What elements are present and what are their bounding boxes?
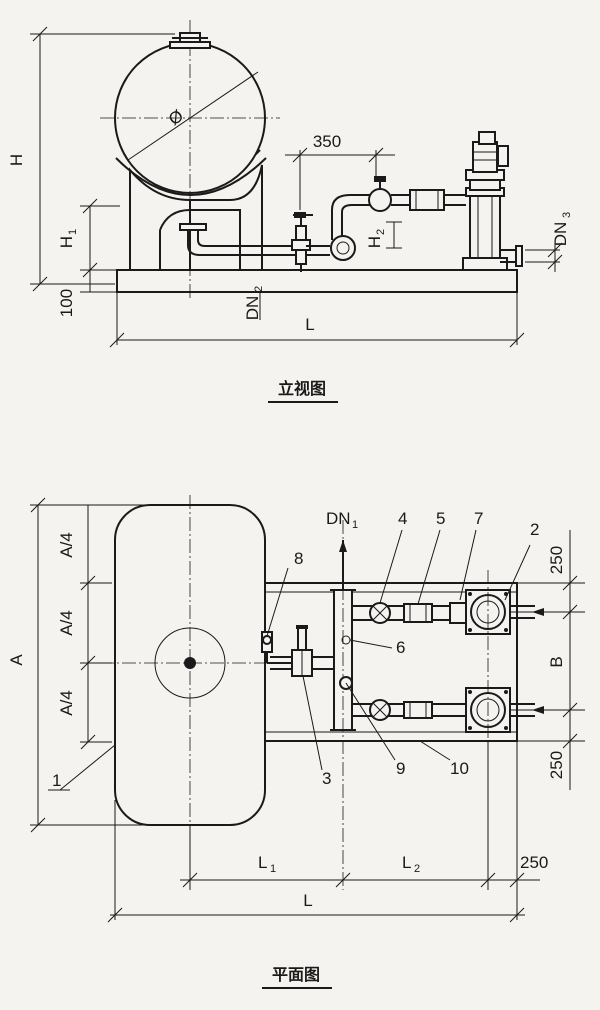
- dim-A4-label-1: A/4: [57, 532, 76, 558]
- dim-A-label: A: [7, 654, 26, 666]
- part-label-8: 8: [294, 549, 303, 568]
- base-skid: [116, 269, 518, 293]
- svg-text:DN: DN: [551, 222, 570, 247]
- dim-H1-label: H 1: [57, 229, 79, 248]
- dim-B-label: B: [547, 656, 566, 667]
- dim-L2-label: L 2: [402, 853, 420, 875]
- dim-250-right-label: 250: [520, 853, 548, 872]
- dim-L-label-plan: L: [303, 891, 312, 910]
- svg-text:1: 1: [352, 519, 358, 531]
- svg-text:DN: DN: [326, 509, 351, 528]
- part-label-10: 10: [450, 759, 469, 778]
- part-label-4: 4: [398, 509, 407, 528]
- svg-text:2: 2: [375, 229, 387, 235]
- plan-view: A A/4 A/4 A/4: [7, 495, 585, 989]
- svg-text:L: L: [402, 853, 411, 872]
- elevation-view: H 100 H 1 L Ø: [7, 20, 573, 403]
- svg-text:3: 3: [561, 212, 573, 218]
- svg-text:H: H: [57, 236, 76, 248]
- svg-text:2: 2: [253, 286, 265, 292]
- svg-text:1: 1: [270, 863, 276, 875]
- dim-A4-label-3: A/4: [57, 690, 76, 716]
- part-label-6: 6: [396, 638, 405, 657]
- dim-DN1-label: DN 1: [326, 509, 358, 531]
- part-label-9: 9: [396, 759, 405, 778]
- part-label-3: 3: [322, 769, 331, 788]
- svg-text:2: 2: [414, 863, 420, 875]
- dim-250-top-label: 250: [547, 546, 566, 574]
- dim-DN3-label: DN 3: [551, 212, 573, 246]
- dim-350-label: 350: [313, 132, 341, 151]
- svg-text:DN: DN: [243, 296, 262, 321]
- dim-L1-label: L 1: [258, 853, 276, 875]
- dim-L-label-elevation: L: [305, 315, 314, 334]
- svg-text:H: H: [365, 236, 384, 248]
- dim-H2-label: H 2: [365, 229, 387, 248]
- svg-text:1: 1: [67, 229, 79, 235]
- dim-250-bottom-label: 250: [547, 751, 566, 779]
- part-label-2: 2: [530, 520, 539, 539]
- elevation-caption: 立视图: [278, 379, 326, 398]
- water-pump: [469, 189, 501, 263]
- pump-motor: [472, 141, 498, 173]
- dim-DN2-label: DN 2: [243, 286, 265, 320]
- dim-H-label: H: [7, 154, 26, 166]
- dim-100-label: 100: [57, 289, 76, 317]
- part-label-1: 1: [52, 771, 61, 790]
- svg-text:L: L: [258, 853, 267, 872]
- plan-caption: 平面图: [272, 965, 320, 984]
- dim-A4-label-2: A/4: [57, 610, 76, 636]
- part-label-5: 5: [436, 509, 445, 528]
- part-label-7: 7: [474, 509, 483, 528]
